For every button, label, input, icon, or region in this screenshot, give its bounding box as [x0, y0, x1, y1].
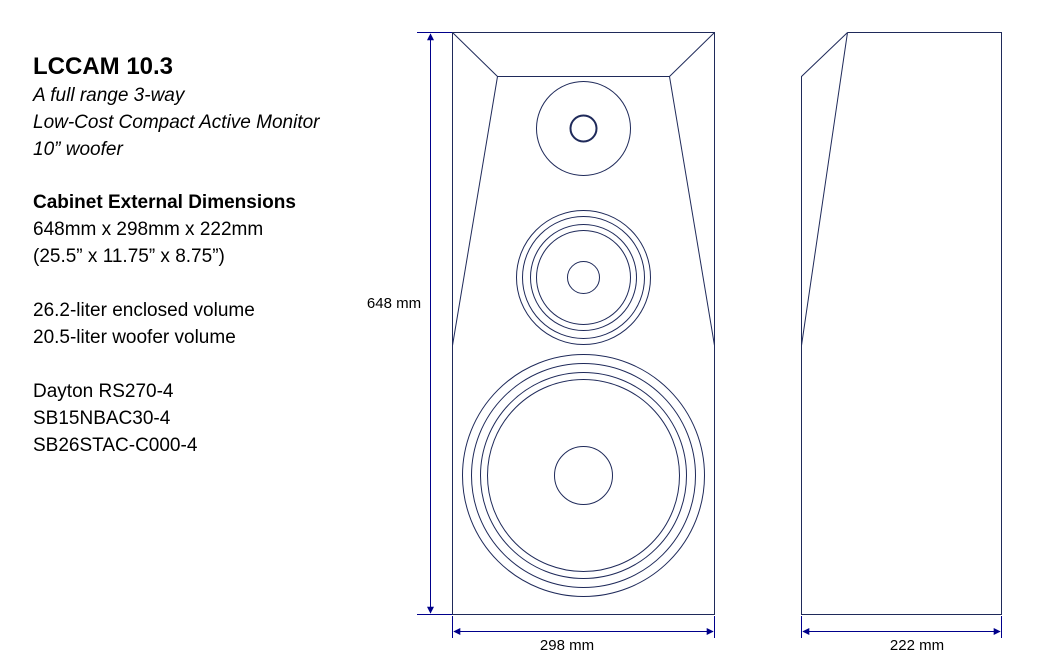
driver-tweeter: SB26STAC-C000-4: [33, 435, 198, 456]
midrange-dustcap: [567, 261, 600, 294]
woofer-driver: [462, 354, 705, 597]
tweeter-faceplate: [536, 81, 631, 176]
bevel-top-left: [452, 32, 498, 77]
woofer-frame: [462, 354, 705, 597]
midrange-cone: [536, 230, 631, 325]
bevel-left: [452, 76, 498, 346]
midrange-driver: [516, 210, 651, 345]
page-title: LCCAM 10.3: [33, 53, 174, 80]
dimensions-imperial: (25.5” x 11.75” x 8.75”): [33, 246, 225, 267]
midrange-surround: [530, 224, 637, 331]
midrange-frame-inner: [522, 216, 645, 339]
driver-midrange: SB15NBAC30-4: [33, 408, 171, 429]
driver-woofer: Dayton RS270-4: [33, 381, 174, 402]
dimension-lines: [417, 32, 1002, 638]
tweeter-dome: [569, 114, 598, 143]
side-outline: [801, 32, 1002, 615]
midrange-frame: [516, 210, 651, 345]
side-bevel-line: [801, 32, 848, 346]
front-view: [452, 32, 715, 615]
depth-label: 222 mm: [890, 637, 944, 654]
spec-panel: LCCAM 10.3 A full range 3-way Low-Cost C…: [33, 52, 373, 459]
dimensions-heading: Cabinet External Dimensions: [33, 192, 296, 213]
woofer-volume: 20.5-liter woofer volume: [33, 327, 236, 348]
woofer-surround: [480, 372, 687, 579]
tweeter-driver: [536, 81, 631, 176]
subtitle-line-2: Low-Cost Compact Active Monitor: [33, 112, 320, 133]
bevel-right: [669, 76, 715, 346]
side-view: [801, 32, 1002, 615]
subtitle-line-1: A full range 3-way: [33, 85, 185, 106]
height-label: 648 mm: [367, 295, 421, 312]
enclosed-volume: 26.2-liter enclosed volume: [33, 300, 255, 321]
bevel-top-right: [669, 32, 715, 77]
front-baffle-outline: [452, 32, 715, 615]
dimensions-metric: 648mm x 298mm x 222mm: [33, 219, 264, 240]
woofer-cone: [487, 379, 680, 572]
subtitle-line-3: 10” woofer: [33, 139, 123, 160]
width-label: 298 mm: [540, 637, 594, 654]
woofer-dustcap: [554, 446, 613, 505]
woofer-frame-inner: [471, 363, 696, 588]
